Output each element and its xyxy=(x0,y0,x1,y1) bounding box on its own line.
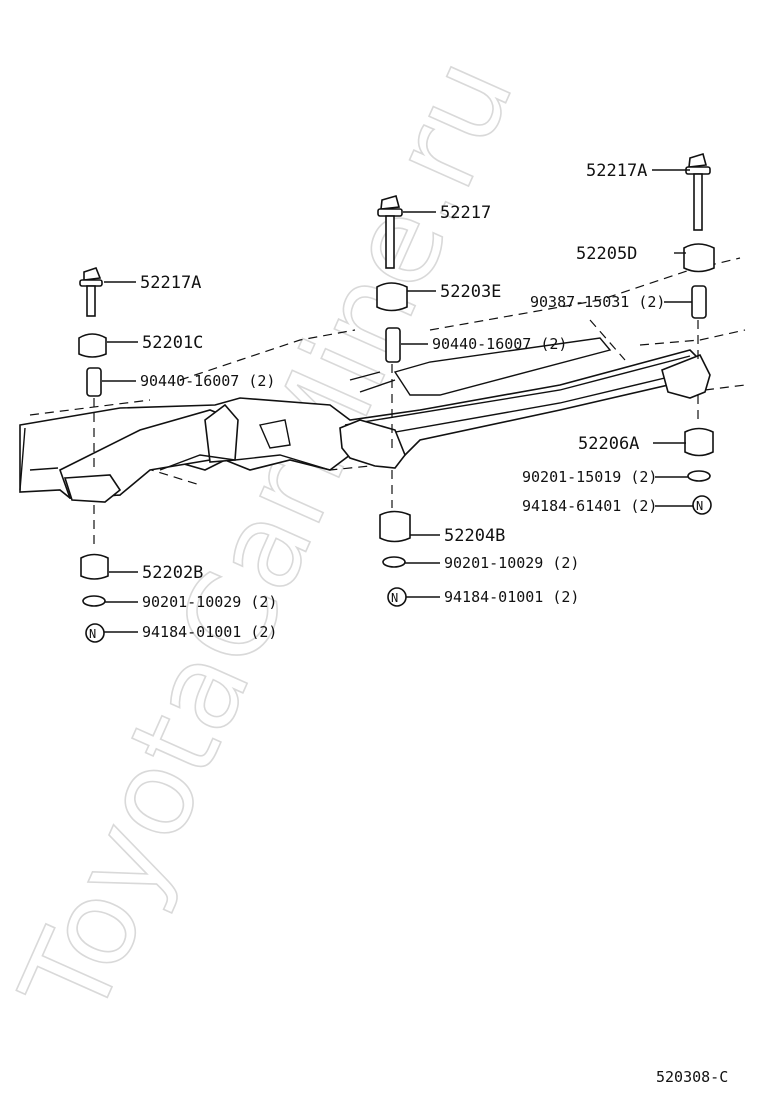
left-bolt-part xyxy=(79,267,103,317)
callout-52217-center: 52217 xyxy=(440,203,491,223)
callout-90387-15031: 90387-15031 (2) xyxy=(530,293,665,311)
center-mount-stack: N xyxy=(376,195,411,607)
callout-90201-15019: 90201-15019 (2) xyxy=(522,468,657,486)
left-washer-part xyxy=(82,595,106,607)
callout-52217a-left: 52217A xyxy=(140,273,201,293)
frame-rail xyxy=(19,337,711,503)
center-bolt-part xyxy=(377,195,403,269)
right-bolt-part xyxy=(685,152,711,231)
callout-52206a: 52206A xyxy=(578,434,639,454)
center-nut-symbol: N xyxy=(391,591,398,605)
left-nut-symbol: N xyxy=(89,627,96,641)
callout-94184-61401: 94184-61401 (2) xyxy=(522,497,657,515)
right-mount-stack: N xyxy=(683,152,715,515)
callout-52204b: 52204B xyxy=(444,526,505,546)
callout-52203e: 52203E xyxy=(440,282,501,302)
center-upper-cushion-part xyxy=(376,282,408,312)
callout-94184-01001-center: 94184-01001 (2) xyxy=(444,588,579,606)
callout-90201-10029-left: 90201-10029 (2) xyxy=(142,593,277,611)
leader-lines xyxy=(102,169,693,633)
callout-90440-16007-left: 90440-16007 (2) xyxy=(140,372,275,390)
callout-90201-10029-center: 90201-10029 (2) xyxy=(444,554,579,572)
callout-52205d: 52205D xyxy=(576,244,637,264)
right-nut-icon xyxy=(692,495,712,515)
callout-52217a-right: 52217A xyxy=(586,161,647,181)
right-upper-cushion-part xyxy=(683,243,715,273)
callout-52202b: 52202B xyxy=(142,563,203,583)
right-lower-cushion-part xyxy=(684,427,714,457)
center-collar-part xyxy=(385,327,401,363)
callout-52201c: 52201C xyxy=(142,333,203,353)
left-lower-cushion-part xyxy=(80,553,109,580)
right-washer-part xyxy=(687,470,711,482)
right-nut-symbol: N xyxy=(696,499,703,513)
diagram-code: 520308-C xyxy=(656,1068,728,1086)
left-mount-stack: N xyxy=(78,267,109,643)
right-collar-part xyxy=(691,285,707,319)
center-washer-part xyxy=(382,556,406,568)
callout-90440-16007-center: 90440-16007 (2) xyxy=(432,335,567,353)
callout-labels: 52217A 52217 52205D 52217A 52203E 90387-… xyxy=(140,161,665,641)
left-upper-cushion-part xyxy=(78,333,107,358)
left-collar-part xyxy=(86,367,102,397)
center-lower-cushion-part xyxy=(379,510,411,543)
left-nut-icon xyxy=(85,623,105,643)
callout-94184-01001-left: 94184-01001 (2) xyxy=(142,623,277,641)
